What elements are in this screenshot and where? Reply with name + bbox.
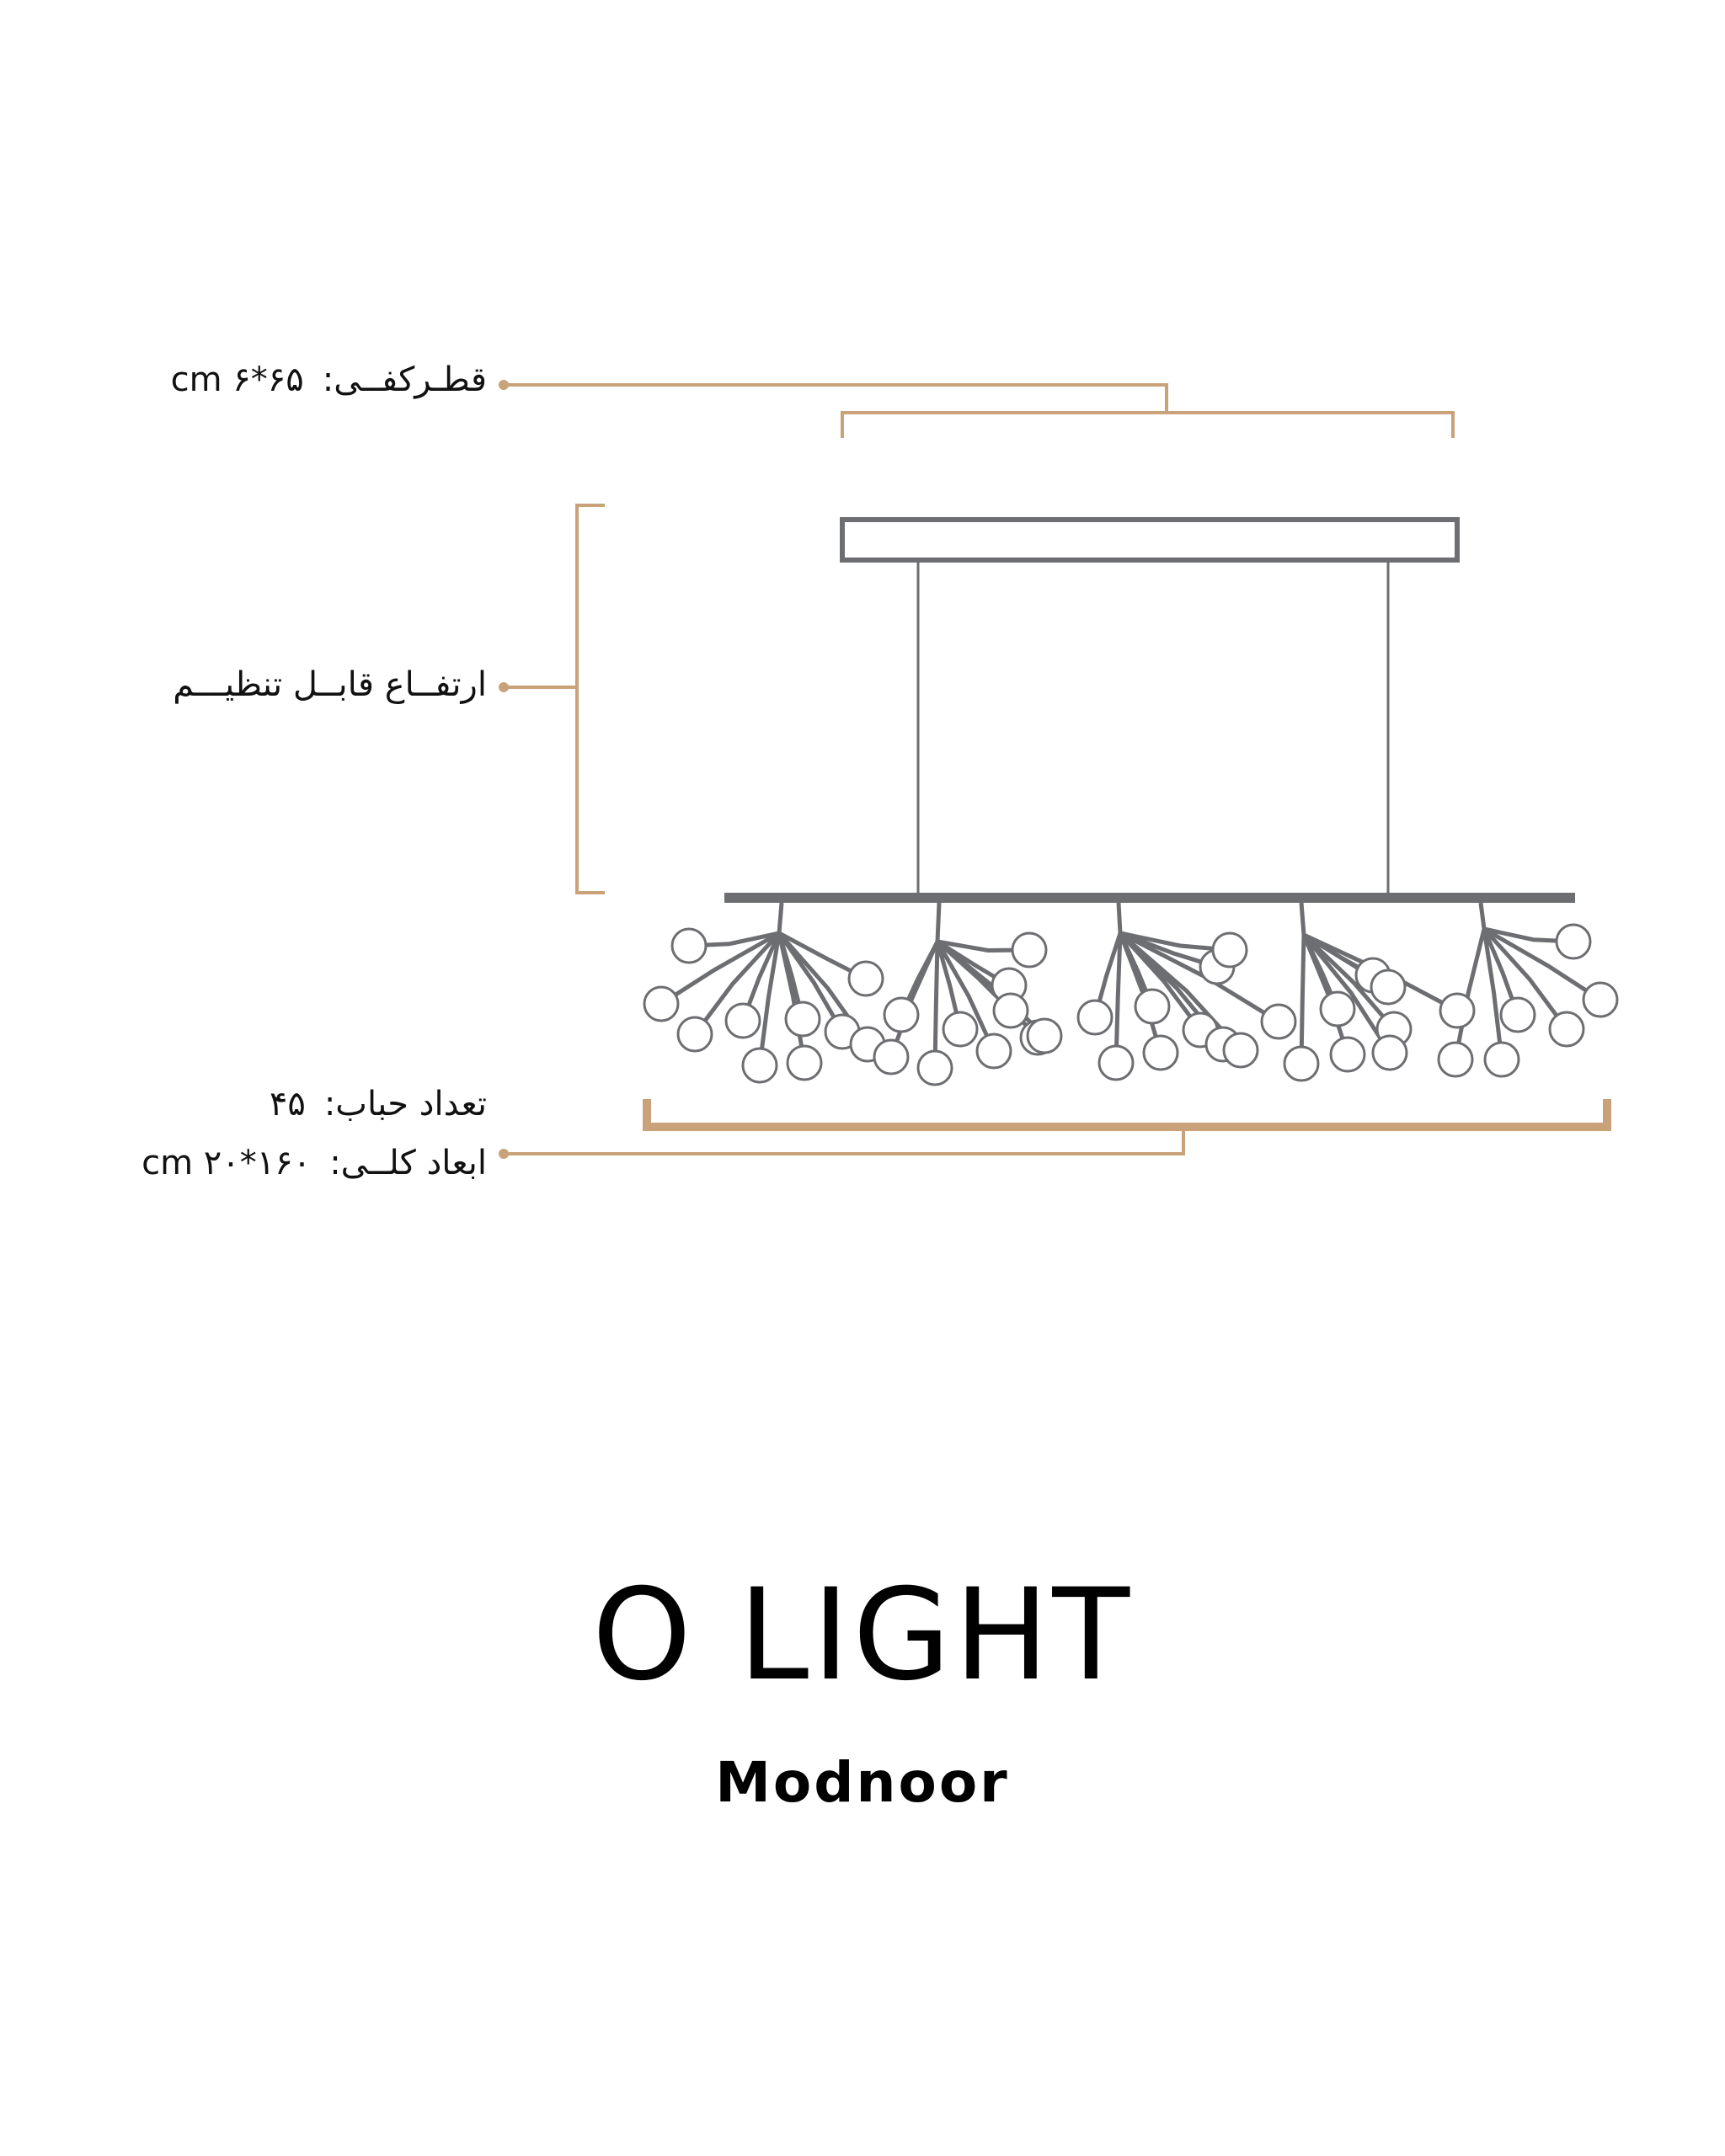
branch-arm <box>777 931 845 1033</box>
branch-arm <box>757 932 782 1066</box>
bulb-count-value: ۴۵ <box>269 1085 306 1123</box>
bulb <box>883 996 920 1033</box>
bulb <box>1370 969 1407 1006</box>
bulb <box>1483 1041 1520 1078</box>
branch-stem <box>1116 902 1123 934</box>
bulb <box>1283 1045 1320 1082</box>
bulb <box>1134 988 1171 1025</box>
branch-arm <box>1482 926 1602 1002</box>
bulb <box>1260 1003 1297 1040</box>
overall-dimensions-label: ابعاد کلــی: ۱۶۰*۲۰ cm <box>49 1144 487 1182</box>
bulb <box>1582 981 1619 1018</box>
bulb <box>786 1044 823 1081</box>
bulb <box>724 1002 761 1039</box>
branch-arm <box>1482 927 1569 1031</box>
ceiling-canopy <box>840 517 1460 563</box>
bulb <box>1499 996 1536 1033</box>
overall-dimensions-value: ۱۶۰*۲۰ cm <box>142 1144 312 1182</box>
ceiling-diameter-label: قطـرکفــی: ۶۵*۶ cm <box>49 360 487 399</box>
branch-arm <box>1299 934 1306 1065</box>
height-dimension-bracket <box>499 504 605 894</box>
ceiling-dimension-line <box>499 380 1455 438</box>
bulb <box>847 960 884 997</box>
bulb-count-title: تعداد حباب: <box>323 1085 487 1123</box>
bulb <box>643 985 680 1022</box>
ceiling-diameter-value: ۶۵*۶ cm <box>170 360 304 399</box>
bulb <box>1439 992 1476 1029</box>
bulb <box>873 1038 910 1075</box>
bulb <box>676 1016 713 1053</box>
bulb <box>1371 1034 1408 1071</box>
bulb <box>1437 1041 1474 1078</box>
bulb <box>916 1049 953 1086</box>
bulbs <box>643 923 1619 1086</box>
bulb <box>1555 923 1592 960</box>
bulb <box>1011 931 1048 969</box>
bulb <box>670 927 708 964</box>
suspension-wires <box>916 560 1390 894</box>
bulb <box>1548 1011 1585 1048</box>
ceiling-diameter-title: قطـرکفــی: <box>322 360 487 399</box>
adjustable-height-label: ارتفــاع قابــل تنظیـــم <box>49 665 487 704</box>
branch-arm <box>1114 932 1123 1064</box>
bulb <box>992 992 1029 1029</box>
bulb <box>1211 931 1248 969</box>
bulb <box>1142 1034 1179 1071</box>
branch-arm <box>935 940 996 1053</box>
branch-arm <box>932 941 940 1069</box>
bulb <box>942 1011 979 1048</box>
branch-arm <box>889 940 940 1058</box>
branch-arm <box>660 931 781 1006</box>
brand-logo: Modnoor <box>715 1750 1010 1815</box>
product-title: O LIGHT <box>591 1562 1134 1709</box>
adjustable-height-title: ارتفــاع قابــل تنظیـــم <box>173 665 487 704</box>
main-bar <box>724 893 1575 903</box>
branch-arm <box>693 931 781 1036</box>
bulb-count-label: تعداد حباب: ۴۵ <box>49 1085 487 1123</box>
bulb <box>1097 1044 1135 1081</box>
branch-arm <box>1453 928 1487 1060</box>
branch-stem <box>1478 902 1487 930</box>
overall-dimension-line <box>499 1099 1611 1159</box>
bulb <box>1329 1036 1366 1073</box>
bulb <box>1026 1017 1063 1054</box>
bulb <box>1319 990 1356 1027</box>
bulb <box>1222 1032 1259 1069</box>
bulb <box>1076 999 1114 1036</box>
branch-arm <box>1302 933 1396 1031</box>
bulb <box>975 1033 1012 1070</box>
bulb <box>784 1001 821 1038</box>
bulb <box>741 1047 778 1084</box>
branch-stem <box>1299 902 1306 936</box>
branch-arm <box>1482 928 1504 1060</box>
branch-stem <box>935 902 942 942</box>
overall-dimensions-title: ابعاد کلــی: <box>329 1144 487 1182</box>
branch-stem <box>777 902 784 934</box>
